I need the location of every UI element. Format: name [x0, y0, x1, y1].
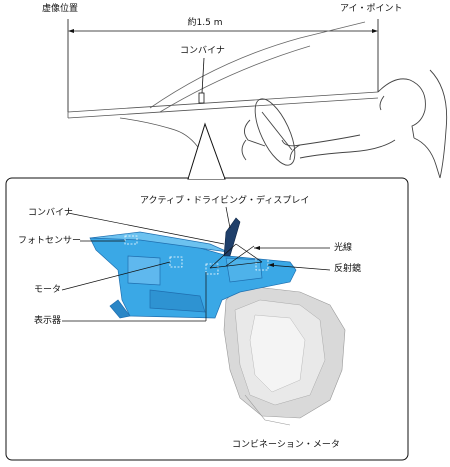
- detail-frame: [5, 177, 409, 461]
- combiner-label: コンバイナ: [28, 208, 73, 218]
- combination-meter-drawing: [223, 284, 346, 426]
- light-ray-arrow: [254, 246, 260, 250]
- mirror-arrow: [268, 263, 274, 267]
- combiner-leader: [201, 57, 205, 94]
- combiner-top-label: コンバイナ: [180, 46, 225, 56]
- light-ray-label: 光線: [334, 243, 353, 253]
- hud-unit-drawing: [89, 231, 297, 319]
- steering-wheel: [254, 98, 296, 166]
- light-rays: [209, 243, 263, 269]
- virtual-image-position-label: 虚像位置: [42, 4, 79, 14]
- combination-meter-label: コンビネーション・メータ: [232, 440, 340, 450]
- combiner-top-marker: [198, 92, 205, 104]
- dimension-line: [67, 19, 379, 112]
- distance-label: 約1.5 m: [187, 18, 223, 28]
- eye-point-label: アイ・ポイント: [340, 4, 403, 14]
- dimension-arrow-right: [372, 29, 378, 33]
- reflector-mirror-label: 反射鏡: [334, 264, 362, 274]
- leader-lines: [61, 206, 331, 322]
- dashboard-outline: [67, 91, 379, 151]
- driver-outline: [241, 69, 448, 179]
- photo-sensor-label: フォトセンサー: [18, 236, 82, 246]
- windshield-outline: [149, 21, 366, 113]
- motor-label: モータ: [34, 285, 62, 295]
- combiner-glass: [223, 217, 241, 257]
- display-unit-label: 表示器: [34, 316, 62, 326]
- dimension-arrow-left: [68, 29, 74, 33]
- detail-title: アクティブ・ドライビング・ディスプレイ: [140, 196, 310, 206]
- callout-wedge: [187, 122, 226, 180]
